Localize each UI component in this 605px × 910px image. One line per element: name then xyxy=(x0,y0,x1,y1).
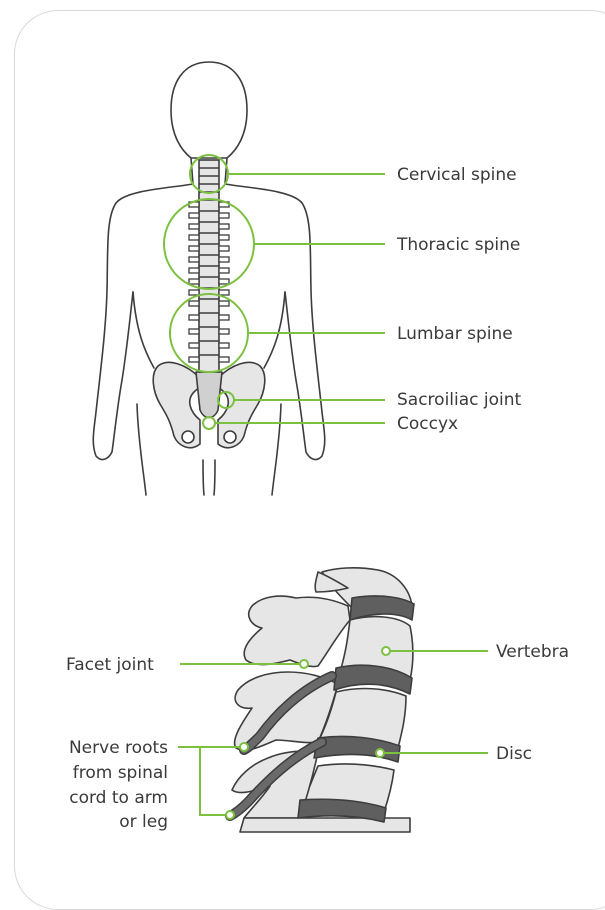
right-leg-outline xyxy=(272,404,281,495)
sacroiliac-joint-label: Sacroiliac joint xyxy=(397,390,521,411)
transverse-process-right xyxy=(219,279,229,284)
nerve-roots-label-line-1: Nerve roots xyxy=(69,738,168,759)
vertebra-marker xyxy=(382,647,390,655)
spine-detail xyxy=(230,568,414,832)
transverse-process-left xyxy=(189,329,199,334)
transverse-process-right xyxy=(219,235,229,240)
transverse-process-left xyxy=(189,290,199,295)
facet-joint-marker xyxy=(300,660,308,668)
transverse-process-right xyxy=(219,246,229,251)
coccyx-label: Coccyx xyxy=(397,414,458,435)
right-side-outline xyxy=(264,292,285,368)
disc-label: Disc xyxy=(496,744,532,765)
transverse-process-left xyxy=(189,279,199,284)
transverse-process-right xyxy=(219,315,229,320)
left-obturator xyxy=(182,431,194,443)
transverse-process-right xyxy=(219,257,229,262)
thoracic-spine-label: Thoracic spine xyxy=(397,235,520,256)
lumbar-spine-label: Lumbar spine xyxy=(397,324,513,345)
transverse-process-right xyxy=(219,290,229,295)
transverse-process-left xyxy=(189,301,199,306)
transverse-process-left xyxy=(189,213,199,218)
facet-joint-label: Facet joint xyxy=(66,655,154,676)
transverse-process-left xyxy=(189,235,199,240)
nerve-roots-label-line-3: cord to arm xyxy=(69,788,168,809)
transverse-process-left xyxy=(189,315,199,320)
transverse-process-right xyxy=(219,268,229,273)
nerve-roots-bracket-2 xyxy=(200,747,226,815)
transverse-process-left xyxy=(189,343,199,348)
nerve-root-marker-lower xyxy=(226,811,234,819)
disc-marker xyxy=(376,749,384,757)
transverse-process-right xyxy=(219,357,229,362)
crotch-outline-2 xyxy=(214,460,215,495)
transverse-process-left xyxy=(189,268,199,273)
vertebra-label: Vertebra xyxy=(496,642,569,663)
transverse-process-left xyxy=(189,224,199,229)
cervical-spine-label: Cervical spine xyxy=(397,165,517,186)
left-leg-outline xyxy=(137,404,146,495)
pelvis xyxy=(153,362,265,447)
nerve-roots-label-line-4: or leg xyxy=(119,812,168,833)
transverse-process-right xyxy=(219,213,229,218)
transverse-process-right xyxy=(219,329,229,334)
transverse-process-right xyxy=(219,301,229,306)
transverse-process-left xyxy=(189,357,199,362)
transverse-process-right xyxy=(219,224,229,229)
coccyx-highlight xyxy=(203,417,215,429)
head-outline xyxy=(171,62,247,158)
crotch-outline xyxy=(203,460,204,495)
left-side-outline xyxy=(133,292,154,368)
nerve-roots-label-line-2: from spinal xyxy=(73,763,168,784)
transverse-process-right xyxy=(219,343,229,348)
spine-column xyxy=(189,160,229,372)
nerve-root-marker-upper xyxy=(240,743,248,751)
sacrum xyxy=(196,372,222,418)
transverse-process-left xyxy=(189,257,199,262)
right-obturator xyxy=(224,431,236,443)
posterior-process-1 xyxy=(244,596,350,666)
transverse-process-left xyxy=(189,246,199,251)
